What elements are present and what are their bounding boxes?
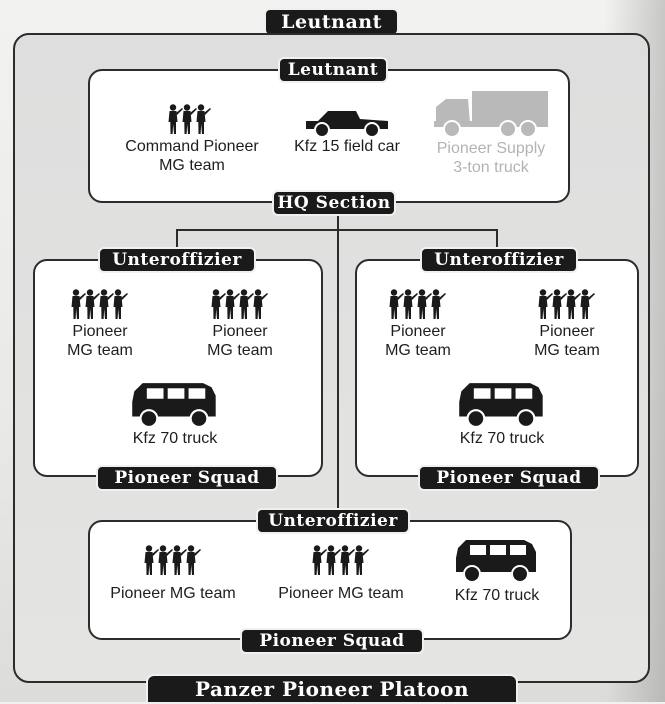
hq-unit-command-mg: Command Pioneer MG team bbox=[106, 103, 278, 175]
unit-label-line1: Command Pioneer bbox=[125, 138, 259, 155]
truck-icon bbox=[455, 539, 537, 583]
truck-icon bbox=[131, 382, 217, 428]
hq-leutnant-label: Leutnant bbox=[278, 57, 388, 83]
squad-right-leader-label: Unteroffizier bbox=[420, 247, 578, 273]
unit-label-line2: MG team bbox=[67, 342, 133, 359]
squad-left-box: Pioneer MG team Pioneer MG team Kfz 70 t… bbox=[33, 259, 323, 477]
soldiers-icon bbox=[311, 544, 371, 578]
unit-label-line1: Pioneer MG team bbox=[110, 585, 236, 602]
supply-truck-icon bbox=[434, 91, 548, 138]
squad-right-box: Pioneer MG team Pioneer MG team Kfz 70 t… bbox=[355, 259, 639, 477]
truck-icon bbox=[458, 382, 544, 428]
soldiers-icon bbox=[537, 288, 597, 322]
connector-left-vertical bbox=[176, 229, 178, 251]
squad-bottom-box: Pioneer MG team Pioneer MG team Kfz 70 t… bbox=[88, 520, 572, 640]
squad-right-squad-label: Pioneer Squad bbox=[418, 465, 600, 491]
soldiers-icon bbox=[388, 288, 448, 322]
soldiers-icon bbox=[210, 288, 270, 322]
field-car-icon bbox=[306, 111, 388, 137]
squad-bottom-unit-2: Pioneer MG team bbox=[266, 544, 416, 603]
squad-right-unit-2: Pioneer MG team bbox=[512, 288, 622, 360]
unit-label-line1: Pioneer bbox=[539, 323, 595, 340]
soldiers-icon bbox=[143, 544, 203, 578]
connector-right-vertical bbox=[496, 229, 498, 251]
unit-label-line1: Pioneer MG team bbox=[278, 585, 404, 602]
squad-left-unit-truck: Kfz 70 truck bbox=[105, 381, 245, 448]
hq-section-box: Command Pioneer MG team Kfz 15 field car… bbox=[88, 69, 570, 203]
squad-left-unit-2: Pioneer MG team bbox=[185, 288, 295, 360]
connector-hq-vertical bbox=[337, 214, 339, 514]
connector-horizontal bbox=[176, 229, 498, 231]
unit-label-line2: MG team bbox=[534, 342, 600, 359]
soldiers-icon bbox=[168, 104, 211, 134]
squad-right-unit-truck: Kfz 70 truck bbox=[432, 381, 572, 448]
unit-label-line1: Kfz 15 field car bbox=[294, 138, 400, 155]
unit-label-line1: Kfz 70 truck bbox=[459, 430, 545, 447]
unit-label-line2: MG team bbox=[159, 157, 225, 174]
platoon-name-footer: Panzer Pioneer Platoon bbox=[146, 674, 518, 704]
hq-unit-supply-truck: Pioneer Supply 3-ton truck bbox=[416, 89, 566, 177]
unit-label-line1: Pioneer bbox=[212, 323, 268, 340]
squad-left-unit-1: Pioneer MG team bbox=[45, 288, 155, 360]
squad-bottom-squad-label: Pioneer Squad bbox=[240, 628, 424, 654]
squad-bottom-unit-truck: Kfz 70 truck bbox=[434, 538, 560, 605]
unit-label-line1: Pioneer bbox=[72, 323, 128, 340]
unit-label-line2: 3-ton truck bbox=[453, 159, 529, 176]
unit-label-line1: Pioneer Supply bbox=[436, 140, 546, 157]
platoon-commander-title: Leutnant bbox=[264, 8, 399, 36]
hq-unit-field-car: Kfz 15 field car bbox=[282, 107, 412, 156]
squad-bottom-leader-label: Unteroffizier bbox=[256, 508, 410, 534]
squad-left-leader-label: Unteroffizier bbox=[98, 247, 256, 273]
unit-label-line1: Pioneer bbox=[390, 323, 446, 340]
unit-label-line1: Kfz 70 truck bbox=[132, 430, 218, 447]
unit-label-line2: MG team bbox=[385, 342, 451, 359]
squad-right-unit-1: Pioneer MG team bbox=[363, 288, 473, 360]
squad-left-squad-label: Pioneer Squad bbox=[96, 465, 278, 491]
soldiers-icon bbox=[70, 288, 130, 322]
squad-bottom-unit-1: Pioneer MG team bbox=[98, 544, 248, 603]
hq-section-label: HQ Section bbox=[272, 190, 396, 216]
unit-label-line2: MG team bbox=[207, 342, 273, 359]
unit-label-line1: Kfz 70 truck bbox=[454, 587, 540, 604]
